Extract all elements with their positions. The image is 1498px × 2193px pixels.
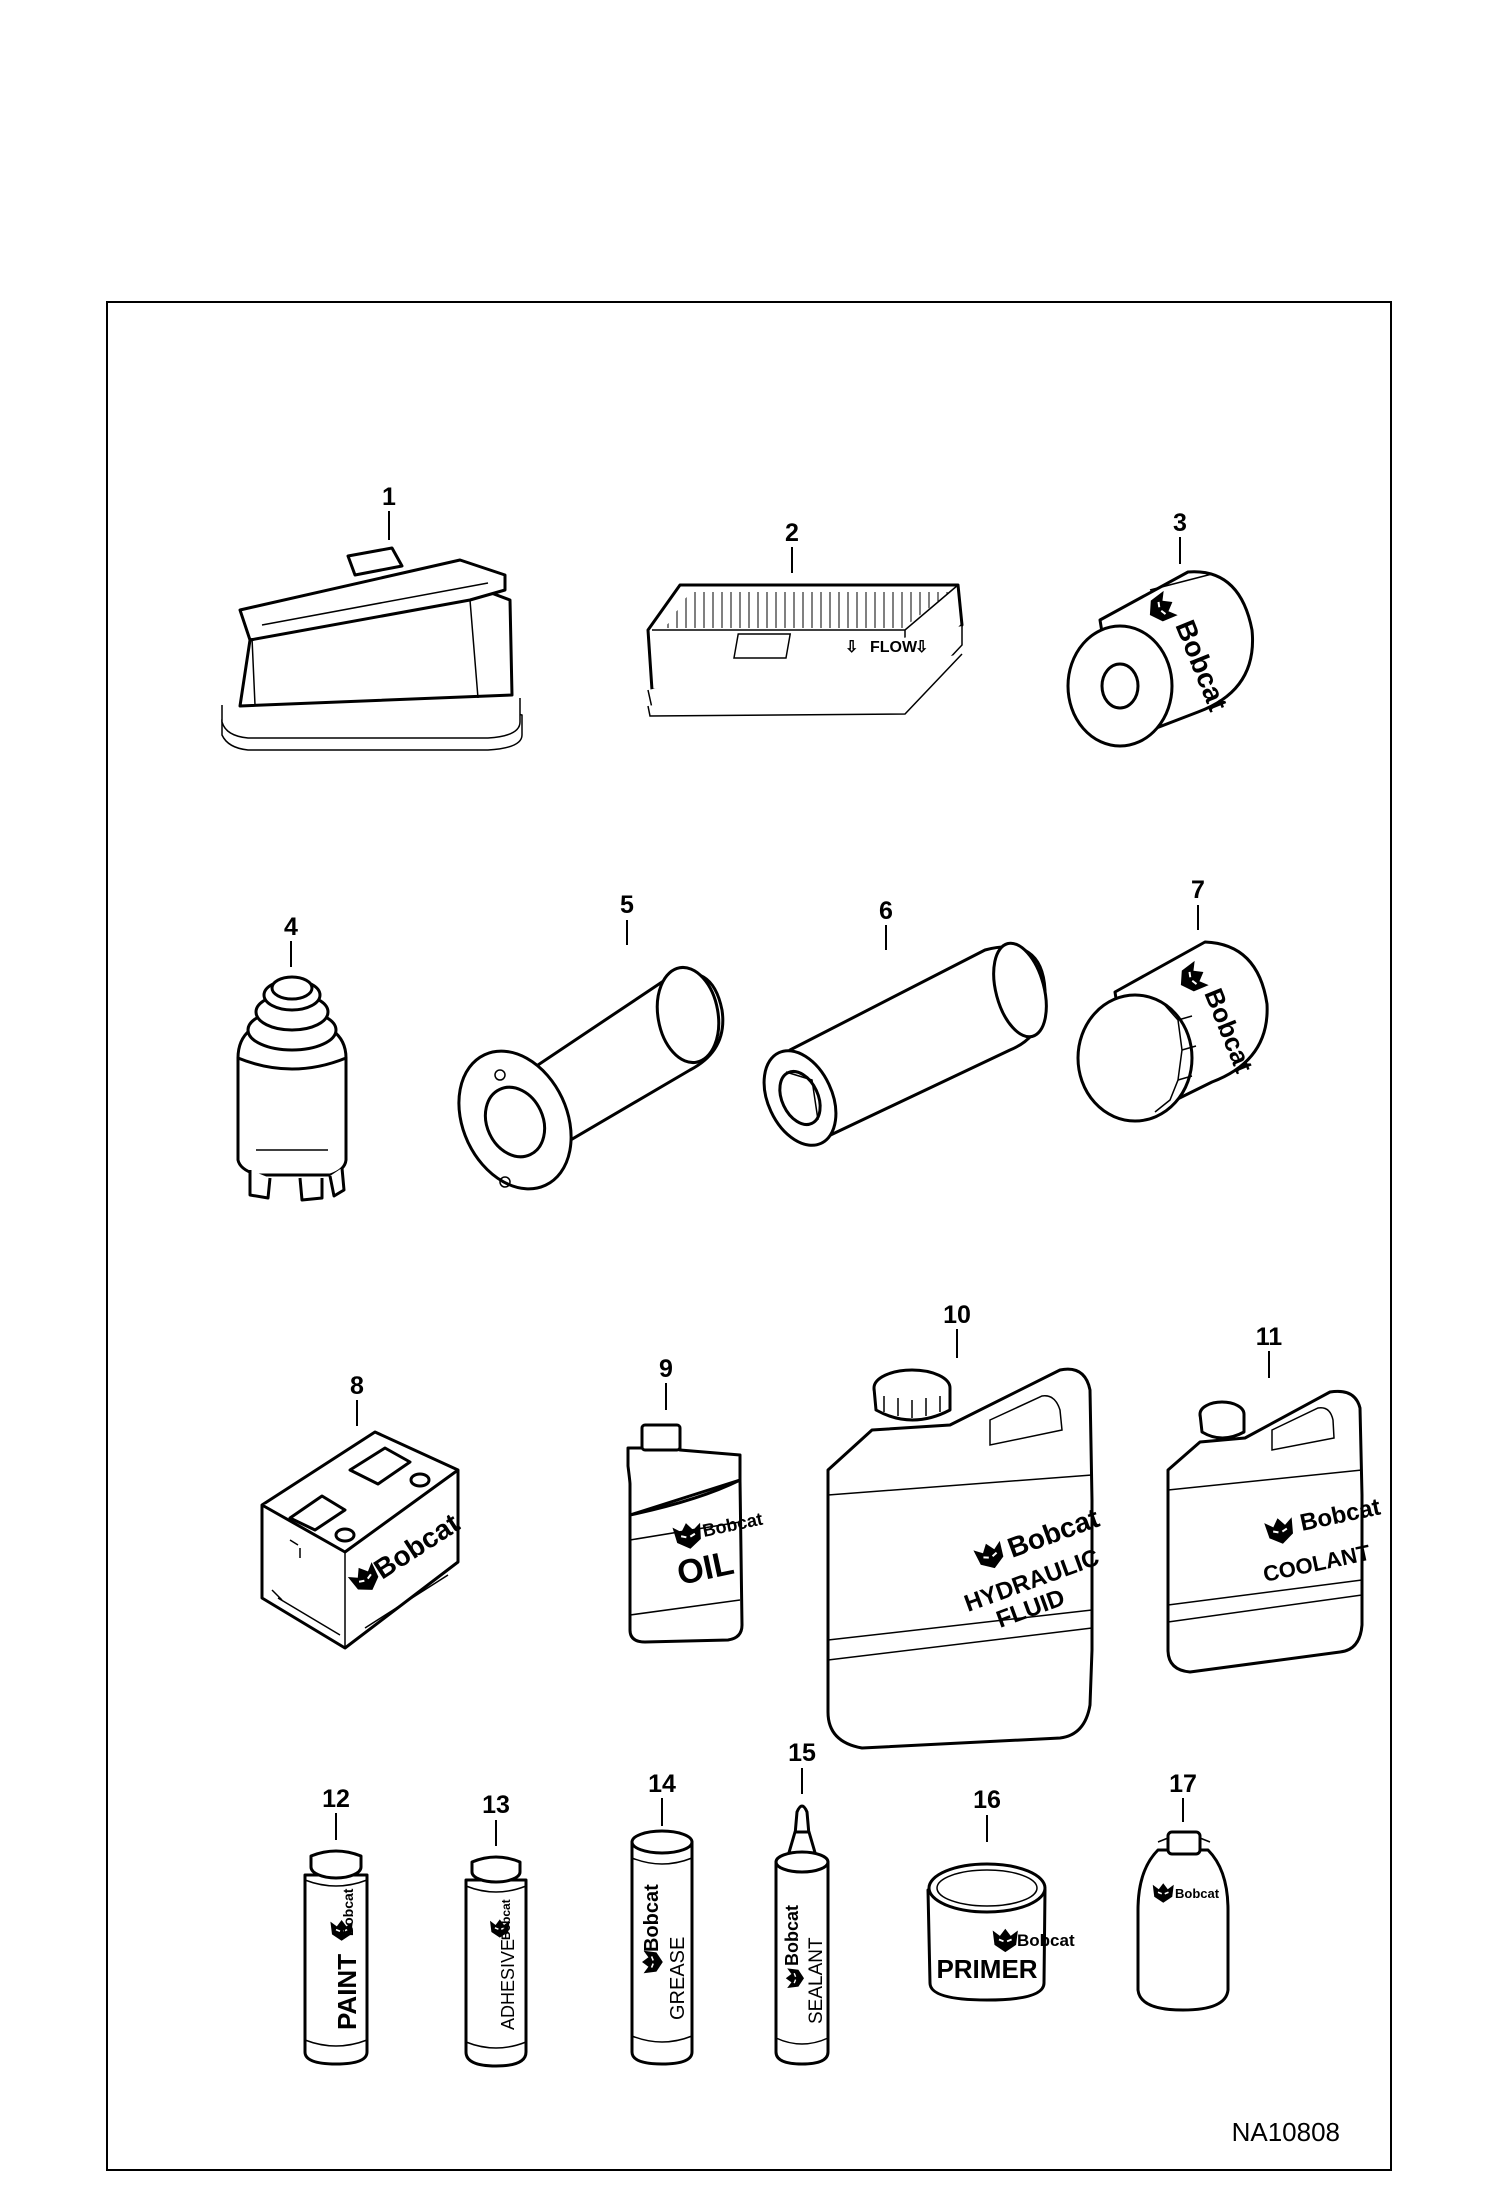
part-4-fuel-filter: 4 xyxy=(236,913,348,1202)
part-12-paint-can: 12 Bobcat PAINT xyxy=(303,1785,369,2066)
part-1-air-filter: 1 xyxy=(221,483,523,751)
primer-label: PRIMER xyxy=(936,1954,1037,1984)
callout-10: 10 xyxy=(943,1301,971,1329)
paint-label: PAINT xyxy=(332,1954,362,2030)
callout-1: 1 xyxy=(382,483,396,511)
part-8-battery: 8 Bobcat xyxy=(260,1372,465,1650)
callout-4: 4 xyxy=(284,913,298,941)
svg-text:⇩: ⇩ xyxy=(845,639,858,656)
part-10-hydraulic-fluid-jug: 10 Bobcat HYDRAULIC FLUID xyxy=(826,1301,1103,1750)
brand-logo-text: Bobcat xyxy=(641,1884,663,1952)
callout-12: 12 xyxy=(322,1785,350,1813)
part-3-spin-on-filter: 3 Bobcat xyxy=(1066,509,1255,748)
callout-15: 15 xyxy=(788,1739,816,1767)
part-15-sealant-cartridge: 15 Bobcat SEALANT xyxy=(774,1739,830,2066)
part-7-spin-on-filter: 7 Bobcat xyxy=(1076,876,1269,1123)
part-17-small-bottle: 17 Bobcat xyxy=(1136,1770,1230,2012)
adhesive-label: ADHESIVE xyxy=(498,1939,518,2030)
callout-8: 8 xyxy=(350,1372,364,1400)
part-11-coolant-jug: 11 Bobcat COOLANT xyxy=(1166,1323,1383,1674)
brand-logo-text: Bobcat xyxy=(499,1899,513,1940)
figure-reference-id: NA10808 xyxy=(1232,2117,1340,2147)
callout-9: 9 xyxy=(659,1355,673,1383)
callout-3: 3 xyxy=(1173,509,1187,537)
svg-text:⇩: ⇩ xyxy=(915,639,928,656)
callout-16: 16 xyxy=(973,1786,1001,1814)
part-6-hydraulic-filter-element: 6 xyxy=(762,897,1048,1147)
part-2-cabin-filter: 2 FLOW ⇩ ⇩ xyxy=(646,519,964,717)
brand-logo-text: Bobcat xyxy=(1017,1931,1075,1950)
part-13-adhesive-can: 13 Bobcat ADHESIVE xyxy=(464,1791,528,2068)
brand-logo-text: Bobcat xyxy=(340,1888,356,1936)
part-5-inner-air-filter: 5 xyxy=(457,891,725,1191)
brand-logo-text: Bobcat xyxy=(782,1905,802,1966)
part-9-oil-bottle: 9 Bobcat OIL xyxy=(626,1355,765,1644)
callout-2: 2 xyxy=(785,519,799,547)
sealant-label: SEALANT xyxy=(806,1937,827,2024)
diagram-frame xyxy=(106,301,1392,2171)
flow-label: FLOW xyxy=(870,639,918,656)
grease-label: GREASE xyxy=(667,1937,689,2020)
callout-6: 6 xyxy=(879,897,893,925)
brand-logo-text: Bobcat xyxy=(1175,1886,1220,1901)
callout-14: 14 xyxy=(648,1770,676,1798)
callout-17: 17 xyxy=(1169,1770,1197,1798)
callout-13: 13 xyxy=(482,1791,510,1819)
callout-11: 11 xyxy=(1256,1323,1283,1351)
callout-5: 5 xyxy=(620,891,634,919)
part-16-primer-can: 16 Bobcat PRIMER xyxy=(926,1786,1075,2002)
callout-7: 7 xyxy=(1191,876,1205,904)
part-14-grease-cartridge: 14 Bobcat GREASE xyxy=(630,1770,694,2066)
